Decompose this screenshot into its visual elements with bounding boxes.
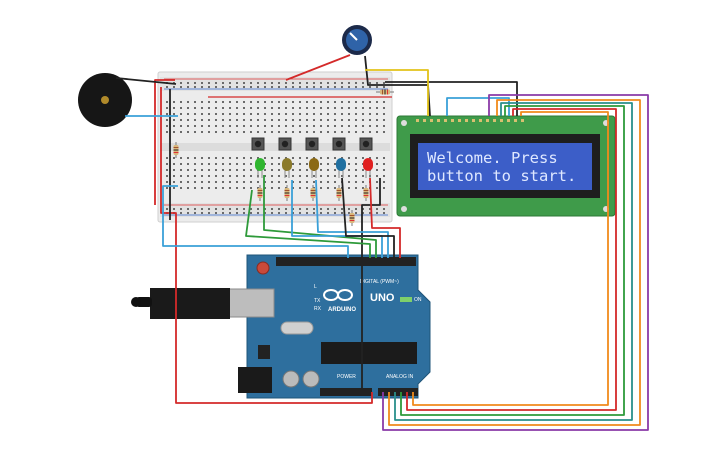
led-icon xyxy=(282,158,292,178)
lcd-line-1: Welcome. Press xyxy=(427,149,558,167)
wire-yellow-pot xyxy=(365,69,429,116)
resistor-icon xyxy=(310,185,316,201)
led-icon xyxy=(363,158,373,178)
wire-green-led1 xyxy=(263,175,377,258)
wire-black-lcd xyxy=(385,81,518,116)
lcd-module: Welcome. Press button to start. xyxy=(396,115,616,217)
wire-red-led5 xyxy=(369,177,401,258)
wire-green-led2 xyxy=(245,189,371,258)
push-buttons xyxy=(251,137,373,151)
wire-blue-led3 xyxy=(291,180,383,258)
lcd-pin xyxy=(472,119,475,122)
lcd-pin xyxy=(521,119,524,122)
resistors xyxy=(173,89,394,226)
resistor-icon xyxy=(257,185,263,201)
resistor-icon xyxy=(284,185,290,201)
lcd-pin xyxy=(507,119,510,122)
leds xyxy=(255,158,373,178)
arduino-brand-label: ARDUINO xyxy=(328,307,356,313)
wire-blue-lcd xyxy=(446,97,510,116)
lcd-pin xyxy=(500,119,503,122)
wire-red-rail-a xyxy=(154,79,175,205)
lcd-pin xyxy=(444,119,447,122)
arduino-model-label: UNO xyxy=(370,292,395,304)
analog-pins-label: ANALOG IN xyxy=(386,374,414,380)
led-icon xyxy=(309,158,319,178)
wires xyxy=(115,54,649,431)
wire-red-pot xyxy=(285,54,351,81)
lcd-pin xyxy=(416,119,419,122)
lcd-pin xyxy=(437,119,440,122)
wire-black-led xyxy=(341,177,395,258)
wire-purple-lcd xyxy=(382,94,649,431)
resistor-icon xyxy=(349,210,355,226)
lcd-pin xyxy=(423,119,426,122)
lcd-pin xyxy=(479,119,482,122)
resistor-icon xyxy=(376,89,394,95)
lcd-pin xyxy=(458,119,461,122)
lcd-pin xyxy=(514,119,517,122)
lcd-line-2: button to start. xyxy=(427,167,576,185)
power-pins-label: POWER xyxy=(337,374,356,380)
lcd-pin xyxy=(486,119,489,122)
resistor-icon xyxy=(363,185,369,201)
tx-led-label: TX xyxy=(314,298,321,304)
push-button xyxy=(359,137,373,151)
wire-orange-lcd xyxy=(388,99,641,426)
led-icon xyxy=(336,158,346,178)
arduino-uno-board: ARDUINO UNO DIGITAL (PWM~) ANALOG IN POW… xyxy=(227,254,431,399)
lcd-pin xyxy=(465,119,468,122)
push-button xyxy=(305,137,319,151)
wire-red2-lcd xyxy=(406,108,617,411)
on-led-label: ON xyxy=(414,297,422,303)
push-button xyxy=(251,137,265,151)
led-icon xyxy=(255,158,265,178)
wire-teal-lcd xyxy=(394,102,633,421)
wire-red-power xyxy=(160,87,373,404)
wire-blue-rail xyxy=(162,185,349,258)
resistor-icon xyxy=(173,142,179,158)
wire-black-buzzer xyxy=(115,77,177,85)
digital-pins-label: DIGITAL (PWM~) xyxy=(360,279,399,285)
l-led-label: L xyxy=(314,284,317,290)
lcd-pin xyxy=(493,119,496,122)
arduino-logo-icon xyxy=(323,289,353,301)
push-button xyxy=(332,137,346,151)
push-button xyxy=(278,137,292,151)
buzzer-icon xyxy=(78,73,132,127)
rx-led-label: RX xyxy=(314,306,322,312)
potentiometer-icon xyxy=(342,25,372,55)
wire-orange2-lcd xyxy=(412,111,609,406)
resistor-icon xyxy=(336,185,342,201)
wire-blue-led4 xyxy=(315,179,389,258)
breadboard xyxy=(157,71,393,223)
lcd-pin xyxy=(430,119,433,122)
lcd-pin xyxy=(451,119,454,122)
usb-plug-icon xyxy=(131,288,230,319)
wire-green-lcd xyxy=(400,105,625,416)
